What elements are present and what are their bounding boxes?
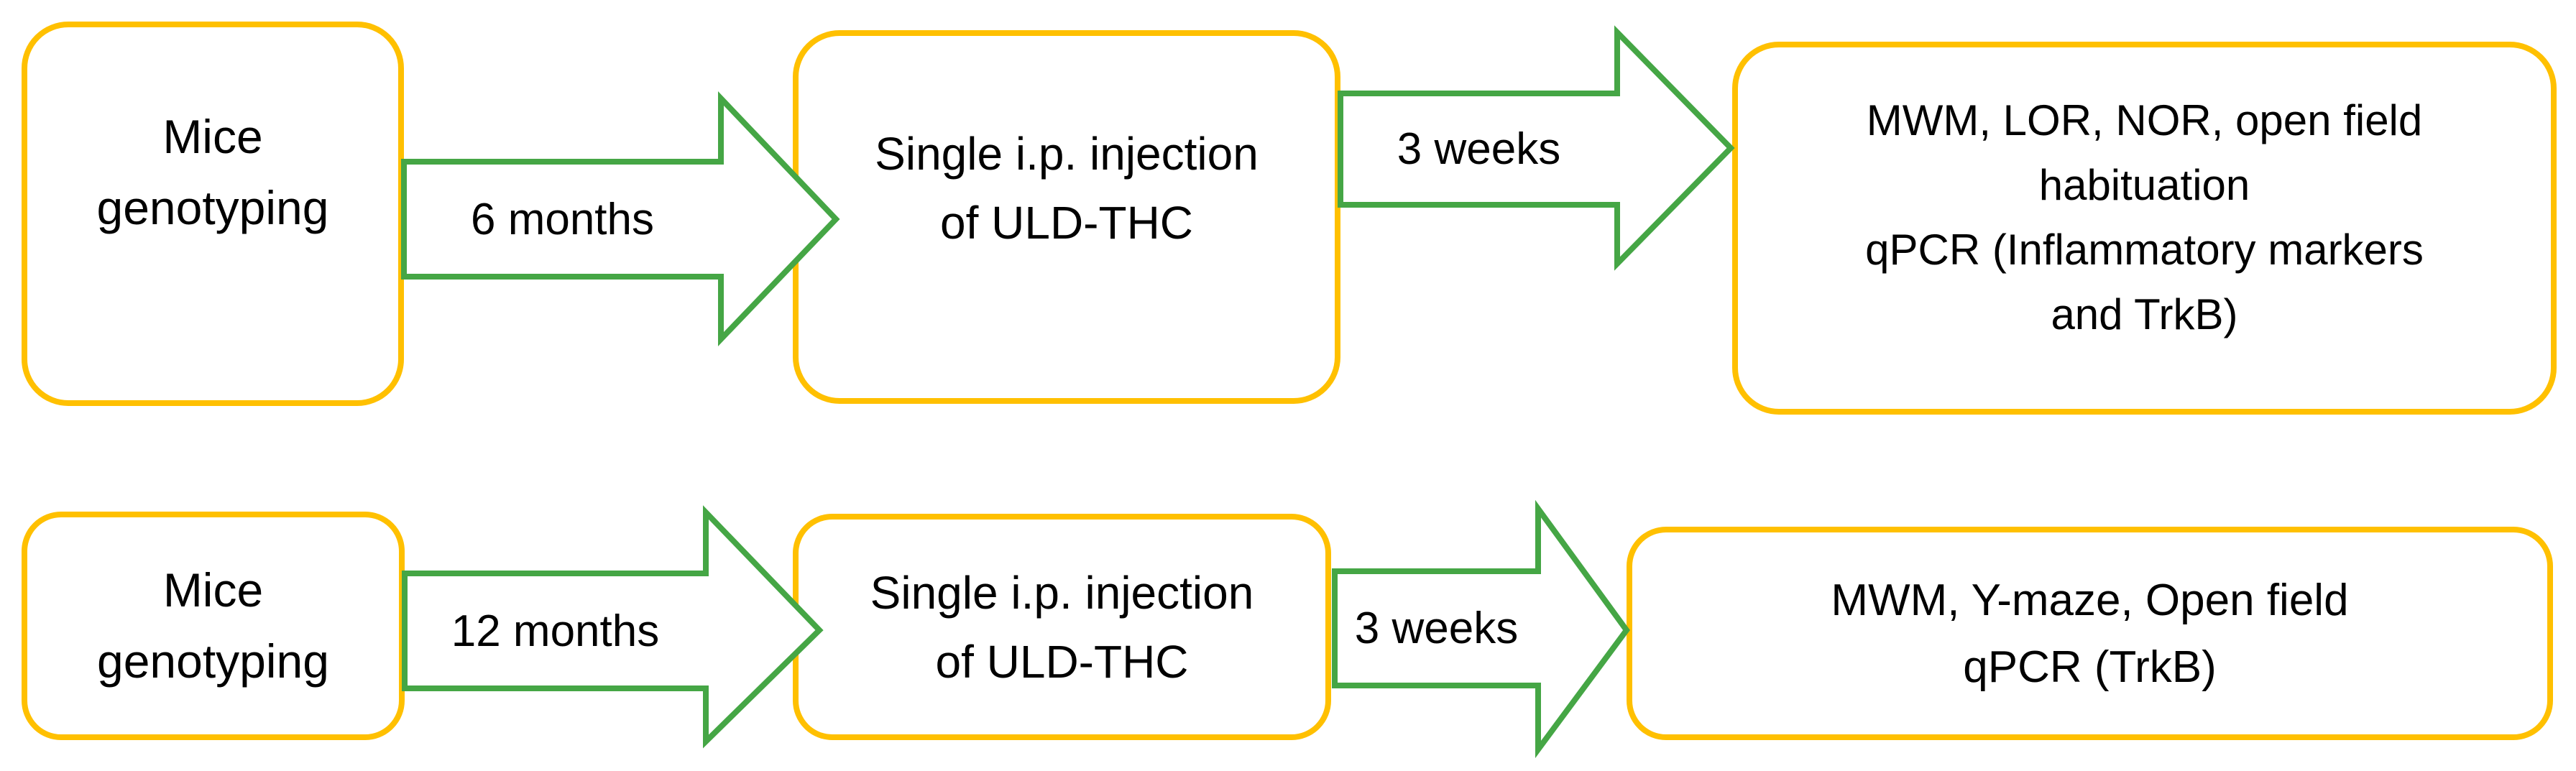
box-text: MWM, Y-maze, Open field qPCR (TrkB): [1831, 575, 2349, 692]
arrow-3-weeks-row2: 3 weeks: [1332, 499, 1630, 759]
box-mice-genotyping-row1: Mice genotyping: [22, 22, 404, 406]
arrow-6-months: 6 months: [401, 91, 840, 346]
box-behavioral-tests-row2: MWM, Y-maze, Open field qPCR (TrkB): [1627, 527, 2553, 740]
box-text: Mice genotyping: [96, 110, 329, 234]
right-arrow-icon: [1332, 499, 1630, 759]
box-text: MWM, LOR, NOR, open field habituation qP…: [1865, 96, 2424, 338]
arrow-label: 6 months: [470, 194, 655, 244]
box-behavioral-tests-row1: MWM, LOR, NOR, open field habituation qP…: [1732, 42, 2557, 415]
arrow-label: 3 weeks: [1397, 124, 1561, 174]
arrow-3-weeks-row1: 3 weeks: [1338, 25, 1735, 271]
box-single-injection-row1: Single i.p. injection of ULD-THC: [793, 30, 1340, 404]
arrow-label: 3 weeks: [1354, 604, 1519, 653]
arrow-label: 12 months: [451, 606, 660, 656]
box-text: Single i.p. injection of ULD-THC: [870, 566, 1254, 688]
box-text: Single i.p. injection of ULD-THC: [875, 128, 1259, 249]
right-arrow-icon: [401, 91, 840, 346]
right-arrow-icon: [402, 505, 824, 749]
right-arrow-icon: [1338, 25, 1735, 271]
arrow-12-months: 12 months: [402, 505, 824, 749]
box-single-injection-row2: Single i.p. injection of ULD-THC: [793, 514, 1331, 740]
box-text: Mice genotyping: [97, 563, 329, 688]
box-mice-genotyping-row2: Mice genotyping: [22, 512, 405, 740]
